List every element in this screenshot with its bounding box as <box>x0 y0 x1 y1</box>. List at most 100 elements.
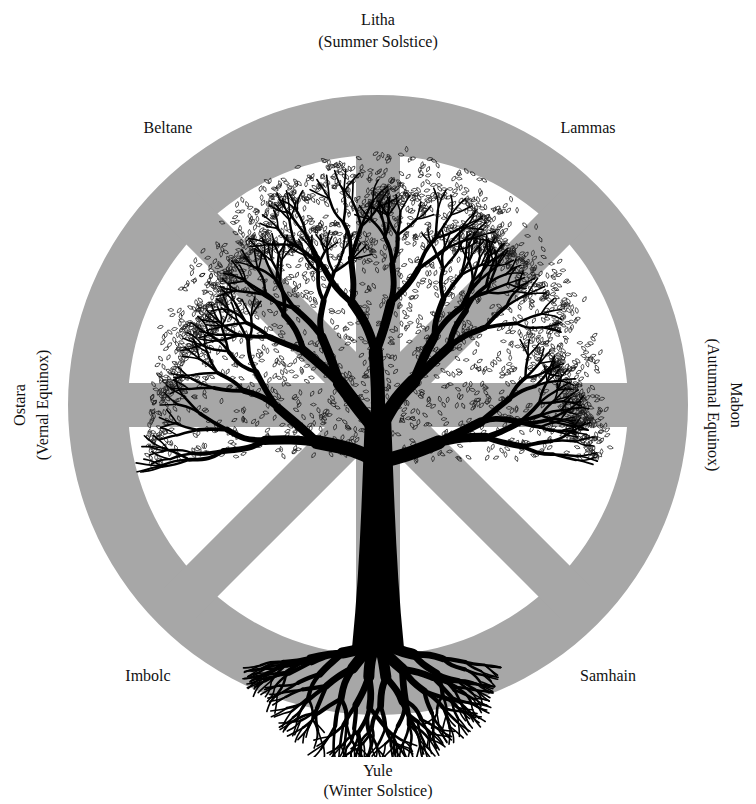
leaf <box>509 355 512 361</box>
leaf <box>487 446 491 452</box>
leaf <box>434 292 440 299</box>
leaf <box>443 278 449 284</box>
leaf <box>409 209 416 214</box>
leaf <box>264 427 270 433</box>
leaf <box>259 359 265 363</box>
leaf <box>506 348 512 355</box>
leaf <box>411 188 417 192</box>
leaf <box>190 270 195 277</box>
leaf <box>463 359 469 362</box>
leaf <box>192 311 197 318</box>
leaf <box>425 173 431 177</box>
leaf <box>345 335 352 341</box>
leaf <box>451 175 457 182</box>
leaf <box>514 345 520 349</box>
leaf <box>551 268 558 274</box>
leaf <box>174 348 178 355</box>
leaf <box>322 214 329 219</box>
leaf <box>490 361 495 368</box>
leaf <box>456 173 462 177</box>
leaf <box>465 454 472 460</box>
leaf <box>517 304 522 311</box>
leaf <box>304 364 311 368</box>
leaf <box>516 207 519 213</box>
leaf <box>256 216 259 222</box>
leaf <box>504 451 507 457</box>
leaf <box>233 455 239 459</box>
leaf <box>421 242 426 249</box>
leaf <box>171 327 177 331</box>
leaf <box>156 432 163 437</box>
leaf <box>582 296 588 303</box>
leaf <box>510 365 517 370</box>
leaf <box>446 370 452 377</box>
leaf <box>538 328 545 334</box>
leaf <box>261 344 265 351</box>
leaf <box>496 350 501 357</box>
leaf <box>228 440 235 444</box>
leaf <box>168 308 174 311</box>
leaf <box>157 325 164 330</box>
leaf <box>441 217 447 220</box>
leaf <box>161 363 166 370</box>
leaf <box>158 355 164 362</box>
leaf <box>405 206 410 213</box>
leaf <box>451 371 456 378</box>
leaf <box>527 365 534 370</box>
leaf <box>591 332 598 338</box>
leaf <box>531 317 536 324</box>
leaf <box>282 361 287 368</box>
leaf <box>546 445 553 451</box>
leaf <box>574 316 581 321</box>
leaf <box>292 374 298 378</box>
leaf <box>425 166 430 173</box>
leaf <box>225 368 230 375</box>
leaf <box>421 161 425 167</box>
leaf <box>222 355 229 361</box>
leaf <box>507 221 512 228</box>
leaf <box>282 220 288 227</box>
leaf <box>583 351 589 354</box>
leaf <box>519 429 526 435</box>
leaf <box>239 354 246 359</box>
leaf <box>556 272 563 277</box>
leaf <box>404 242 410 246</box>
leaf <box>574 445 581 450</box>
leaf <box>196 263 203 268</box>
leaf <box>264 207 270 214</box>
leaf <box>308 375 314 379</box>
leaf <box>407 216 414 221</box>
leaf <box>490 444 495 451</box>
leaf <box>304 278 310 285</box>
leaf <box>258 185 263 192</box>
leaf <box>330 318 335 325</box>
leaf <box>192 277 197 284</box>
leaf <box>302 275 308 282</box>
leaf <box>407 258 413 264</box>
leaf <box>178 318 185 323</box>
leaf <box>266 348 269 354</box>
leaf <box>166 342 172 348</box>
leaf <box>456 177 462 181</box>
leaf <box>435 162 440 169</box>
leaf <box>194 257 198 263</box>
leaf <box>176 332 179 338</box>
leaf <box>457 257 461 263</box>
leaf <box>599 437 605 444</box>
leaf <box>580 354 587 359</box>
leaf <box>501 365 506 372</box>
leaf <box>262 186 267 193</box>
leaf <box>267 377 273 384</box>
leaf <box>199 272 206 278</box>
leaf <box>594 368 601 374</box>
leaf <box>536 429 541 436</box>
leaf <box>306 214 313 220</box>
leaf <box>457 443 464 448</box>
leaf <box>456 371 463 376</box>
leaf <box>502 203 508 209</box>
leaf <box>342 325 347 332</box>
leaf <box>400 320 404 326</box>
leaf <box>433 281 439 284</box>
leaf <box>263 371 268 378</box>
leaf <box>575 307 579 313</box>
